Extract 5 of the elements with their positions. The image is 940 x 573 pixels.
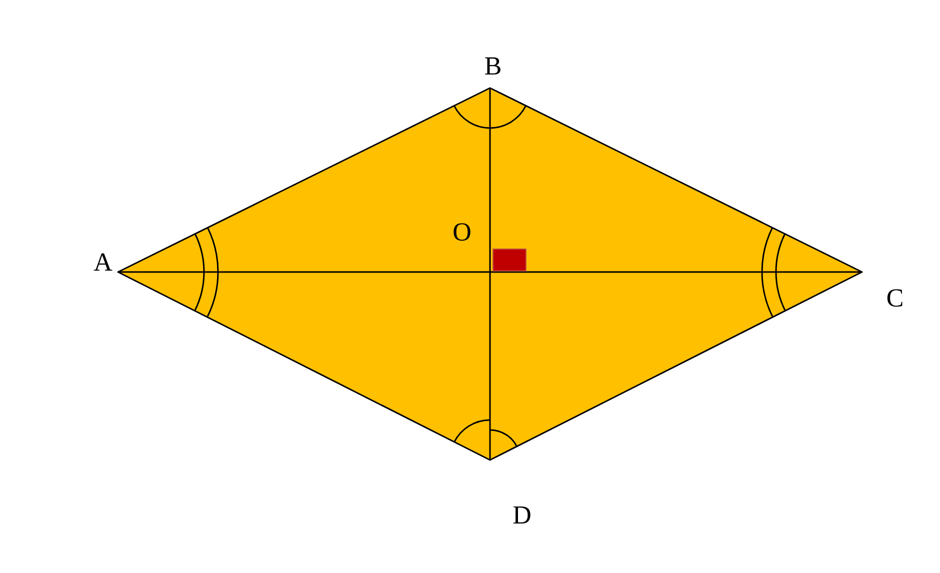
- point-label: O: [454, 223, 470, 241]
- point-label: D: [513, 506, 530, 524]
- point-label: C: [887, 289, 902, 307]
- point-label: B: [485, 57, 500, 75]
- point-label: A: [94, 253, 112, 271]
